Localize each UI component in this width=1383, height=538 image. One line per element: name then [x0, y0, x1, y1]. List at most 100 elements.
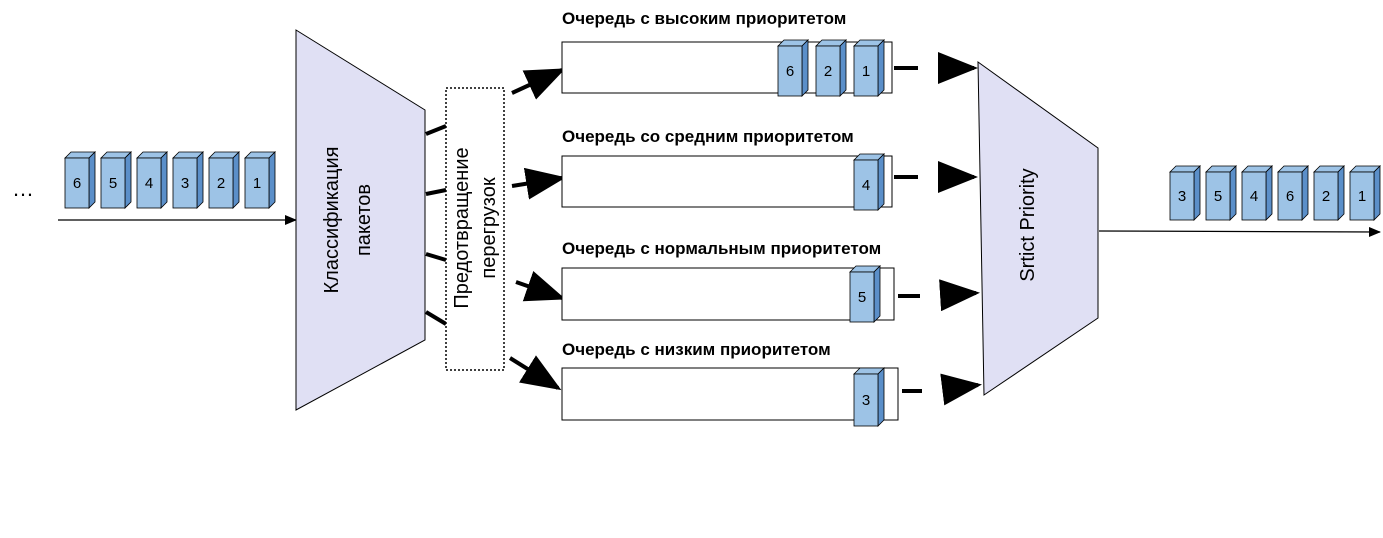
packet-side [1373, 165, 1381, 221]
packet-side [1229, 165, 1237, 221]
packet-number: 5 [858, 289, 866, 306]
queue-input-arrow [508, 355, 562, 391]
packet-side [877, 153, 885, 211]
packet-number: 1 [253, 175, 261, 192]
queue-high-packets: 6 2 1 [777, 39, 885, 97]
packet-block: 3 [1169, 165, 1201, 221]
packet-number: 2 [1322, 188, 1330, 205]
packet-number: 2 [824, 63, 832, 80]
packet-front [853, 45, 879, 97]
packet-side [1301, 165, 1309, 221]
packet-block: 6 [64, 151, 96, 209]
packet-number: 1 [1358, 188, 1366, 205]
congestion-label-line2: перегрузок [478, 177, 500, 278]
packet-side [877, 367, 885, 427]
packet-front [1241, 171, 1267, 221]
packet-number: 5 [1214, 188, 1222, 205]
congestion-label-line1: Предотвращение [451, 147, 473, 308]
packet-front [136, 157, 162, 209]
queue-normal-title: Очередь с нормальным приоритетом [562, 239, 881, 258]
packet-side [1337, 165, 1345, 221]
output-packet-group: 3 5 4 6 2 1 [1169, 165, 1381, 221]
packet-block: 5 [849, 265, 881, 323]
queue-low-box [561, 367, 899, 421]
packet-side [160, 151, 168, 209]
queue-input-arrow [515, 271, 566, 302]
packet-front [172, 157, 198, 209]
packet-side [839, 39, 847, 97]
queue-input-arrow [511, 68, 566, 100]
scheduler-label: Srtict Priority [1017, 168, 1039, 281]
packet-front [853, 373, 879, 427]
packet-front [208, 157, 234, 209]
queue-low-title: Очередь с низким приоритетом [562, 340, 831, 359]
queue-input-arrow [511, 167, 566, 200]
queue-medium-box [561, 155, 893, 208]
packet-block: 1 [1349, 165, 1381, 221]
classifier-trapezoid [295, 29, 426, 411]
packet-block: 2 [1313, 165, 1345, 221]
packet-block: 4 [853, 153, 885, 211]
scheduler-trapezoid [977, 61, 1099, 396]
queue-normal-packets: 5 [849, 265, 881, 323]
packet-front [100, 157, 126, 209]
packet-front [1205, 171, 1231, 221]
packet-front [1277, 171, 1303, 221]
packet-block: 3 [853, 367, 885, 427]
queue-high-title: Очередь с высоким приоритетом [562, 9, 846, 28]
packet-number: 3 [1178, 188, 1186, 205]
classifier-link [425, 124, 447, 136]
packet-side [232, 151, 240, 209]
packet-side [124, 151, 132, 209]
packet-number: 3 [181, 175, 189, 192]
queue-medium-packets: 4 [853, 153, 885, 211]
packet-front [1349, 171, 1375, 221]
packet-number: 4 [1250, 188, 1258, 205]
packet-block: 2 [208, 151, 240, 209]
queue-low-packets: 3 [853, 367, 885, 427]
packet-block: 5 [1205, 165, 1237, 221]
packet-block: 4 [136, 151, 168, 209]
packet-front [777, 45, 803, 97]
queue-medium-title: Очередь со средним приоритетом [562, 127, 854, 146]
output-arrow [1098, 226, 1381, 237]
packet-front [815, 45, 841, 97]
packet-block: 1 [244, 151, 276, 209]
packet-number: 2 [217, 175, 225, 192]
congestion-avoidance-box [445, 87, 505, 371]
packet-number: 5 [109, 175, 117, 192]
packet-front [244, 157, 270, 209]
packet-front [1313, 171, 1339, 221]
classifier-link [425, 188, 447, 196]
packet-side [873, 265, 881, 323]
classifier-link [425, 252, 447, 262]
classifier-label-line2: пакетов [353, 184, 375, 256]
packet-block: 3 [172, 151, 204, 209]
queue-output-arrow [940, 373, 982, 406]
packet-front [1169, 171, 1195, 221]
packet-side [801, 39, 809, 97]
packet-side [877, 39, 885, 97]
packet-block: 4 [1241, 165, 1273, 221]
queue-normal-box [561, 267, 895, 321]
packet-front [853, 159, 879, 211]
packet-front [849, 271, 875, 323]
packet-number: 3 [862, 392, 870, 409]
packet-block: 6 [1277, 165, 1309, 221]
packet-number: 4 [862, 177, 870, 194]
packet-block: 2 [815, 39, 847, 97]
packet-number: 6 [786, 63, 794, 80]
packet-side [1265, 165, 1273, 221]
packet-side [1193, 165, 1201, 221]
packet-number: 6 [1286, 188, 1294, 205]
packet-block: 1 [853, 39, 885, 97]
packet-number: 1 [862, 63, 870, 80]
packet-number: 6 [73, 175, 81, 192]
classifier-label-line1: Классификация [321, 146, 343, 293]
packet-block: 6 [777, 39, 809, 97]
packet-front [64, 157, 90, 209]
classifier-link [424, 310, 448, 326]
packet-block: 5 [100, 151, 132, 209]
